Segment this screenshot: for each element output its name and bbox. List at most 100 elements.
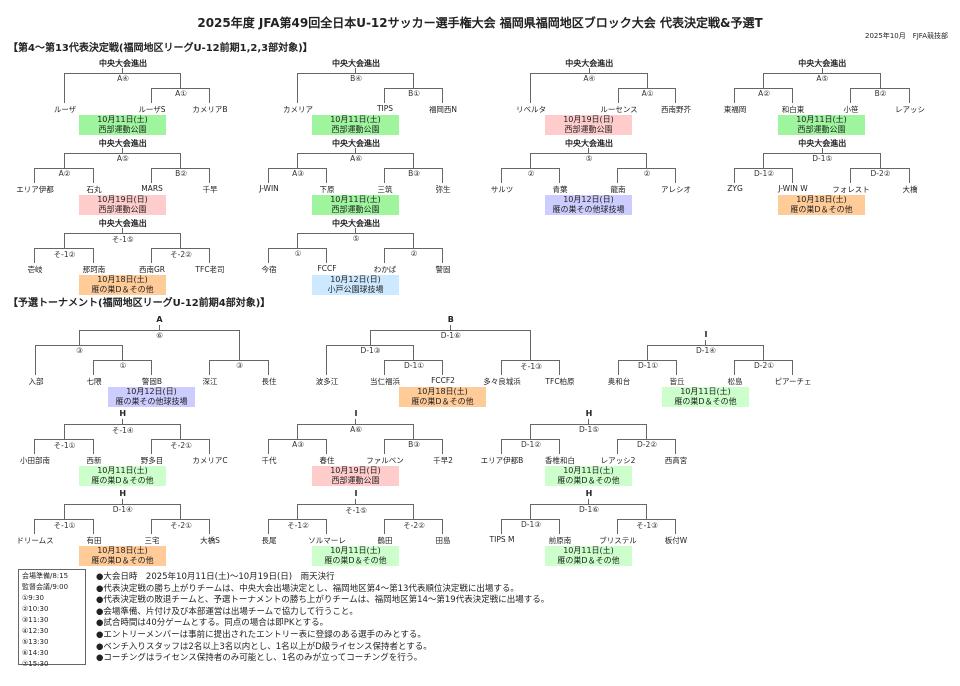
team-name: ドリームス [16, 536, 54, 545]
team-name: 板付W [664, 536, 688, 545]
bracket-line [617, 439, 619, 454]
bracket-line [531, 504, 647, 505]
bracket-line [646, 504, 648, 519]
bracket-line [763, 345, 765, 360]
bracket-line [152, 439, 210, 440]
bracket-line [268, 168, 270, 183]
bracket-line [588, 68, 590, 73]
bracket-line [413, 424, 415, 439]
bracket-line [151, 248, 153, 263]
bracket-line [821, 148, 823, 153]
match-label: ③ [236, 361, 243, 370]
bracket-line [34, 439, 36, 454]
match-venue-box: 10月19日(日)西部運動公園 [545, 115, 632, 135]
bracket-line [268, 439, 270, 454]
bracket-line [530, 73, 532, 103]
bracket-line [34, 519, 36, 534]
bracket-line [647, 345, 649, 360]
match-label: D-1⑤ [579, 425, 599, 434]
bracket-line [64, 424, 181, 425]
match-label: そ-1② [53, 250, 76, 259]
bracket-line [210, 360, 269, 361]
match-label: A⑥ [350, 154, 362, 163]
bracket-line [531, 153, 647, 154]
team-name: 東福岡 [723, 105, 747, 114]
bracket-line [764, 153, 881, 154]
bracket-line [648, 345, 764, 346]
team-name: 七隈 [86, 377, 102, 386]
bracket-line [384, 439, 386, 454]
match-label: D-1① [404, 361, 424, 370]
match-date: 10月11日(土) [563, 546, 614, 555]
match-date: 10月11日(土) [97, 466, 148, 475]
match-venue-box: 10月19日(日)西部運動公園 [312, 466, 399, 486]
bracket-header: 中央大会進出 [798, 139, 847, 148]
match-date: 10月12日(日) [563, 195, 614, 204]
schedule-item: 監督会議/9:00 [22, 583, 69, 591]
notes: ●大会日時 2025年10月11日(土)～10月19日(日) 雨天決行●代表決定… [96, 572, 549, 665]
bracket-line [385, 248, 443, 249]
bracket-line [618, 360, 620, 375]
match-label: A① [175, 89, 187, 98]
match-label: ③ [76, 346, 83, 355]
match-venue-box: 10月18日(土)雁の巣D＆その他 [778, 195, 865, 215]
bracket-line [384, 519, 386, 534]
bracket-line [35, 519, 94, 520]
match-venue-box: 10月11日(土)雁の巣D＆その他 [312, 546, 399, 566]
bracket-line [413, 504, 415, 519]
bracket-line [588, 419, 590, 424]
match-venue: 西部運動公園 [331, 476, 380, 485]
match-venue: 雁の巣D＆その他 [557, 476, 620, 485]
team-name: 千早2 [433, 456, 453, 465]
bracket-line [442, 519, 444, 534]
bracket-line [385, 519, 443, 520]
match-venue: 雁の巣その他球技場 [115, 397, 188, 406]
bracket-line [152, 519, 210, 520]
bracket-line [297, 73, 299, 103]
team-name: レアッシ2 [600, 456, 636, 465]
bracket-header: H [119, 489, 127, 498]
bracket-line [735, 360, 793, 361]
bracket-line [78, 330, 80, 345]
bracket-line [63, 233, 65, 248]
team-name: 深江 [202, 377, 218, 386]
bracket-line [559, 439, 561, 454]
bracket-line [298, 504, 414, 505]
team-name: 長住 [261, 377, 277, 386]
schedule-item: ②10:30 [22, 605, 49, 613]
bracket-line [559, 168, 561, 183]
organizer-label: 2025年10月 FJFA競技部 [865, 32, 948, 40]
bracket-line [413, 345, 415, 360]
bracket-line [298, 233, 414, 234]
bracket-line [326, 345, 328, 375]
match-date: 10月11日(土) [330, 546, 381, 555]
team-name: 前原南 [548, 536, 572, 545]
match-label: そ-1③ [636, 521, 658, 530]
team-name: サルツ [490, 185, 514, 194]
match-venue-box: 10月12日(日)小戸公園球技場 [312, 275, 399, 295]
team-name: 福岡西N [428, 105, 458, 114]
match-venue: 雁の巣その他球技場 [552, 205, 625, 214]
bracket-line [268, 360, 270, 375]
bracket-line [180, 504, 182, 519]
match-venue-box: 10月11日(土)雁の巣D＆その他 [545, 466, 632, 486]
bracket-line [63, 504, 65, 519]
match-label: D-1③ [521, 520, 541, 529]
bracket-header: A [156, 315, 163, 324]
bracket-line [530, 424, 532, 439]
team-name: 春住 [319, 456, 335, 465]
bracket-line [792, 88, 794, 103]
match-date: 10月18日(土) [796, 195, 847, 204]
team-name: 長尾 [261, 536, 277, 545]
bracket-line [93, 248, 95, 263]
bracket-line [385, 360, 443, 361]
bracket-line [909, 168, 911, 183]
note-item: ●ベンチ入りスタッフは2名以上3名以内とし、1名以上がD級ライセンス保持者とする… [96, 641, 432, 652]
bracket-line [531, 424, 647, 425]
match-venue-box: 10月11日(土)西部運動公園 [79, 115, 166, 135]
bracket-line [297, 233, 299, 248]
match-venue: 雁の巣D＆その他 [91, 556, 154, 565]
match-venue: 雁の巣D＆その他 [790, 205, 853, 214]
bracket-line [298, 424, 414, 425]
team-name: ピアーチェ [774, 377, 812, 386]
